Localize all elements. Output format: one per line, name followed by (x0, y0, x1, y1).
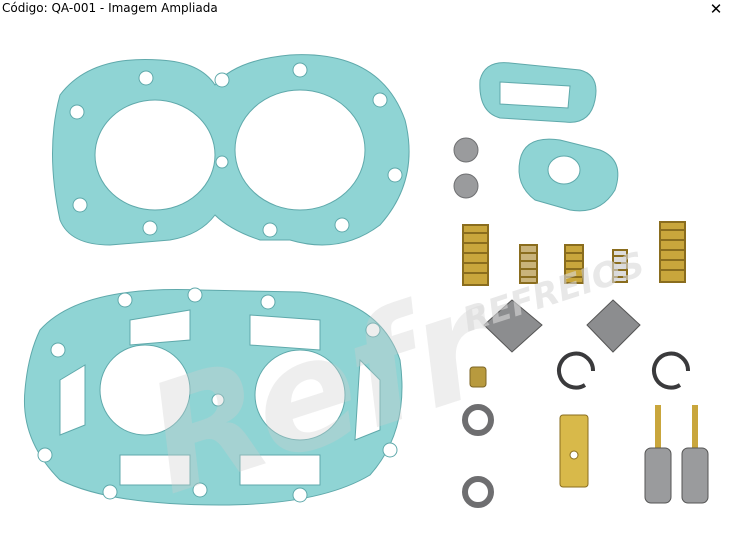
spring-4 (612, 249, 628, 283)
circlips (557, 351, 691, 390)
brass-bushing (469, 366, 487, 388)
spring-3 (564, 244, 584, 284)
retainer-clip (559, 414, 589, 488)
valve-plate-gasket (23, 287, 403, 506)
service-valve-gaskets (479, 62, 619, 212)
close-icon: ✕ (709, 0, 723, 18)
valve-reeds (483, 299, 641, 353)
springs (462, 221, 686, 286)
spring-5 (659, 221, 686, 283)
title-bar: Código: QA-001 - Imagem Ampliada ✕ (0, 0, 731, 22)
spring-1 (462, 224, 489, 286)
spring-2 (519, 244, 538, 284)
o-rings (462, 404, 494, 508)
head-gasket-top (52, 54, 410, 246)
close-button[interactable]: ✕ (705, 0, 727, 20)
window-title: Código: QA-001 - Imagem Ampliada (2, 1, 218, 15)
valve-cores (644, 405, 709, 504)
reed-discs (453, 137, 479, 199)
product-image: Refr REFREIOS (23, 54, 709, 529)
